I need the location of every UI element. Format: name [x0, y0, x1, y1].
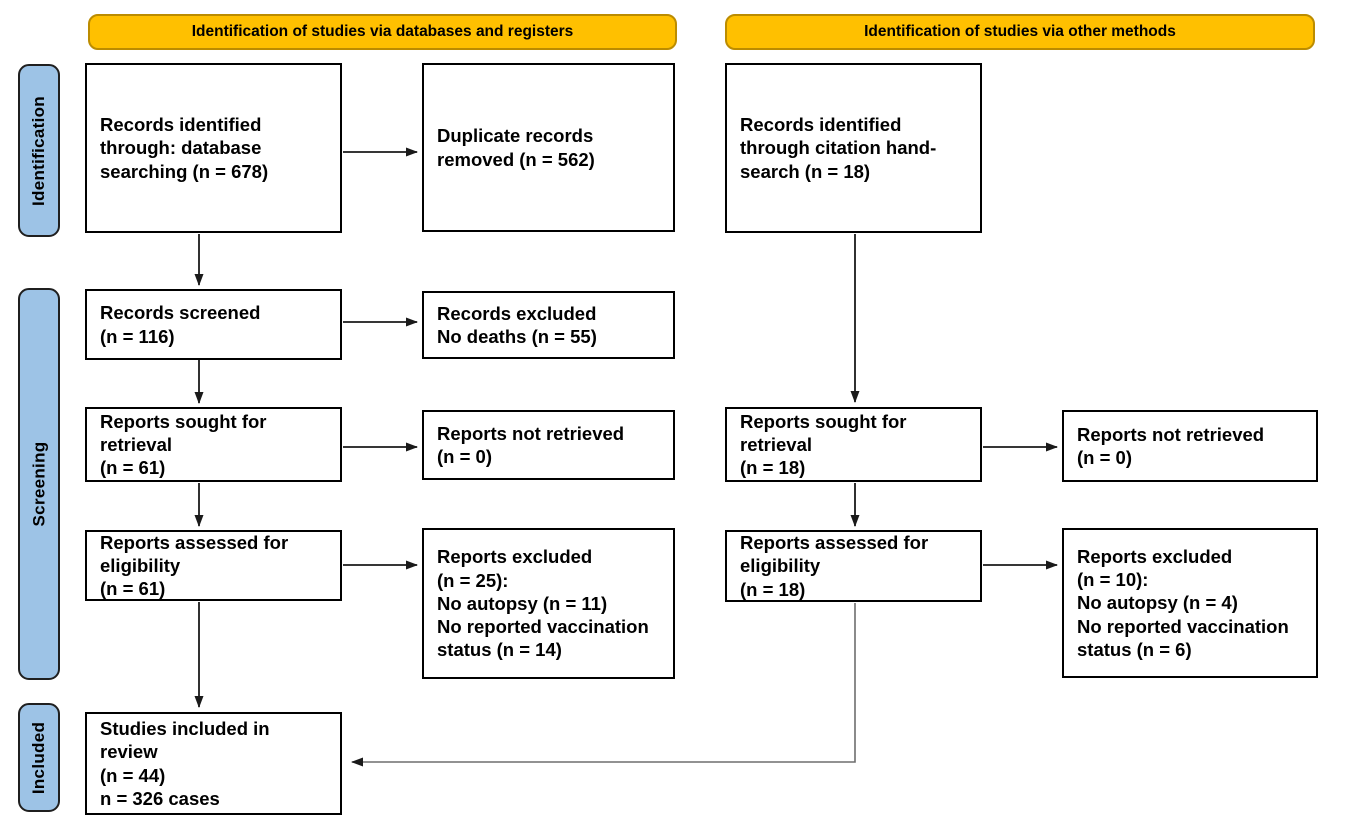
box-text: Records excluded No deaths (n = 55) [437, 302, 597, 347]
box-reports-sought-other: Reports sought for retrieval (n = 18) [725, 407, 982, 482]
box-reports-not-retrieved-databases: Reports not retrieved (n = 0) [422, 410, 675, 480]
box-reports-assessed-databases: Reports assessed for eligibility (n = 61… [85, 530, 342, 601]
banner-label: Identification of studies via databases … [191, 23, 574, 40]
stage-label-screening: Screening [18, 288, 60, 680]
stage-label-included: Included [18, 703, 60, 812]
box-text: Reports assessed for eligibility (n = 18… [740, 532, 929, 600]
box-reports-assessed-other: Reports assessed for eligibility (n = 18… [725, 530, 982, 602]
box-text: Reports sought for retrieval (n = 18) [740, 410, 907, 479]
banner-label: Identification of studies via other meth… [864, 23, 1176, 40]
box-text: Reports not retrieved (n = 0) [1077, 423, 1265, 468]
box-text: Reports sought for retrieval (n = 61) [100, 410, 267, 479]
box-text: Duplicate records removed (n = 562) [437, 125, 595, 170]
box-text: Records identified through: database sea… [100, 114, 269, 182]
banner-other-methods: Identification of studies via other meth… [725, 14, 1315, 50]
box-text: Records identified through citation hand… [740, 114, 937, 182]
stage-label-identification: Identification [18, 64, 60, 237]
box-reports-not-retrieved-other: Reports not retrieved (n = 0) [1062, 410, 1318, 482]
stage-label-text: Screening [29, 441, 48, 527]
box-text: Records screened (n = 116) [100, 302, 261, 347]
box-records-identified-citation: Records identified through citation hand… [725, 63, 982, 233]
stage-label-text: Included [29, 721, 49, 794]
box-reports-sought-databases: Reports sought for retrieval (n = 61) [85, 407, 342, 482]
box-text: Reports excluded (n = 25): No autopsy (n… [437, 546, 649, 661]
box-text: Reports assessed for eligibility (n = 61… [100, 531, 289, 600]
box-reports-excluded-other: Reports excluded (n = 10): No autopsy (n… [1062, 528, 1318, 678]
box-text: Reports excluded (n = 10): No autopsy (n… [1077, 545, 1289, 660]
box-duplicate-records-removed: Duplicate records removed (n = 562) [422, 63, 675, 232]
box-records-screened: Records screened (n = 116) [85, 289, 342, 360]
box-records-identified-databases: Records identified through: database sea… [85, 63, 342, 233]
box-text: Studies included in review (n = 44) n = … [100, 717, 270, 809]
stage-label-text: Identification [29, 95, 49, 206]
box-reports-excluded-databases: Reports excluded (n = 25): No autopsy (n… [422, 528, 675, 679]
banner-databases-and-registers: Identification of studies via databases … [88, 14, 677, 50]
box-studies-included: Studies included in review (n = 44) n = … [85, 712, 342, 815]
arrow-other-assessed-to-included-elbow [351, 603, 856, 767]
box-records-excluded: Records excluded No deaths (n = 55) [422, 291, 675, 359]
box-text: Reports not retrieved (n = 0) [437, 422, 625, 467]
